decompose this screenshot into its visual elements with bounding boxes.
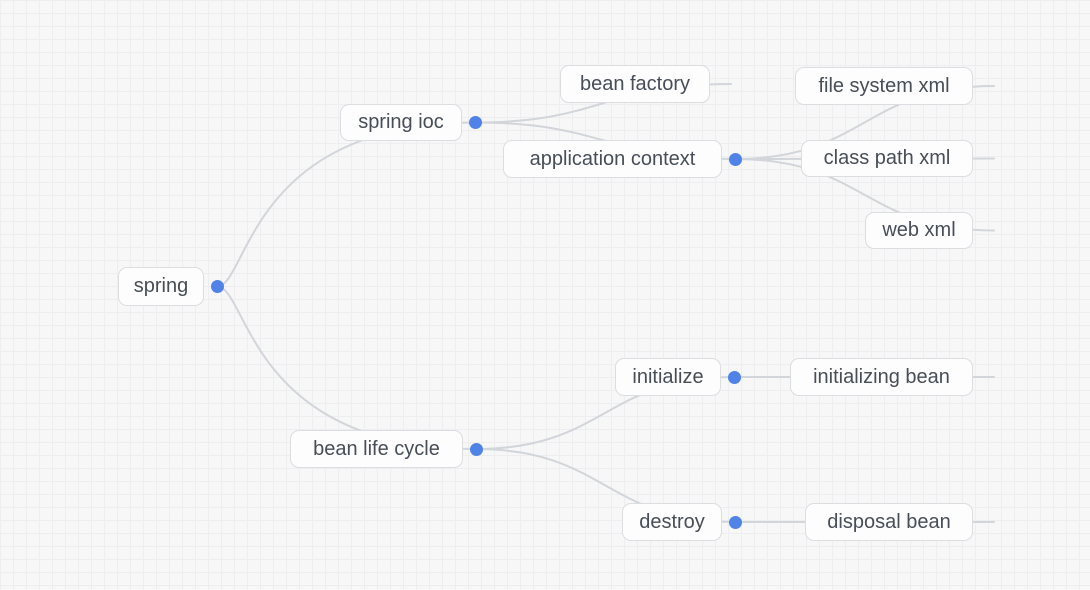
node-spring[interactable]: spring [118,267,204,306]
expander-dot-bean-life-cycle[interactable] [469,442,483,456]
node-disposal-bean[interactable]: disposal bean [805,503,973,541]
node-destroy[interactable]: destroy [622,503,722,541]
node-web-xml[interactable]: web xml [865,212,973,249]
expander-dot-spring-ioc[interactable] [468,116,482,129]
node-label: spring ioc [358,111,444,133]
expander-dot-application-context[interactable] [728,152,742,166]
node-initialize[interactable]: initialize [615,358,721,396]
node-initializing-bean[interactable]: initializing bean [790,358,973,396]
node-label: web xml [882,219,956,241]
node-file-system-xml[interactable]: file system xml [795,67,973,105]
node-label: bean life cycle [313,437,440,460]
expander-dot-initialize[interactable] [727,370,741,384]
node-label: initializing bean [813,365,950,388]
node-label: destroy [639,510,705,533]
node-label: application context [529,147,696,170]
node-label: bean factory [579,72,691,95]
node-class-path-xml[interactable]: class path xml [801,140,973,177]
node-spring-ioc[interactable]: spring ioc [340,104,462,141]
node-label: file system xml [818,74,950,97]
node-bean-life-cycle[interactable]: bean life cycle [290,430,463,468]
node-label: disposal bean [827,510,951,533]
node-label: spring [133,275,189,297]
node-label: class path xml [823,147,951,169]
node-application-context[interactable]: application context [503,140,722,178]
link-spring-to-bean-life-cycle [216,285,477,450]
node-label: initialize [632,365,704,388]
node-bean-factory[interactable]: bean factory [560,65,710,103]
expander-dot-destroy[interactable] [728,515,742,529]
link-spring-to-spring-ioc [216,121,476,288]
expander-dot-spring[interactable] [210,280,224,293]
